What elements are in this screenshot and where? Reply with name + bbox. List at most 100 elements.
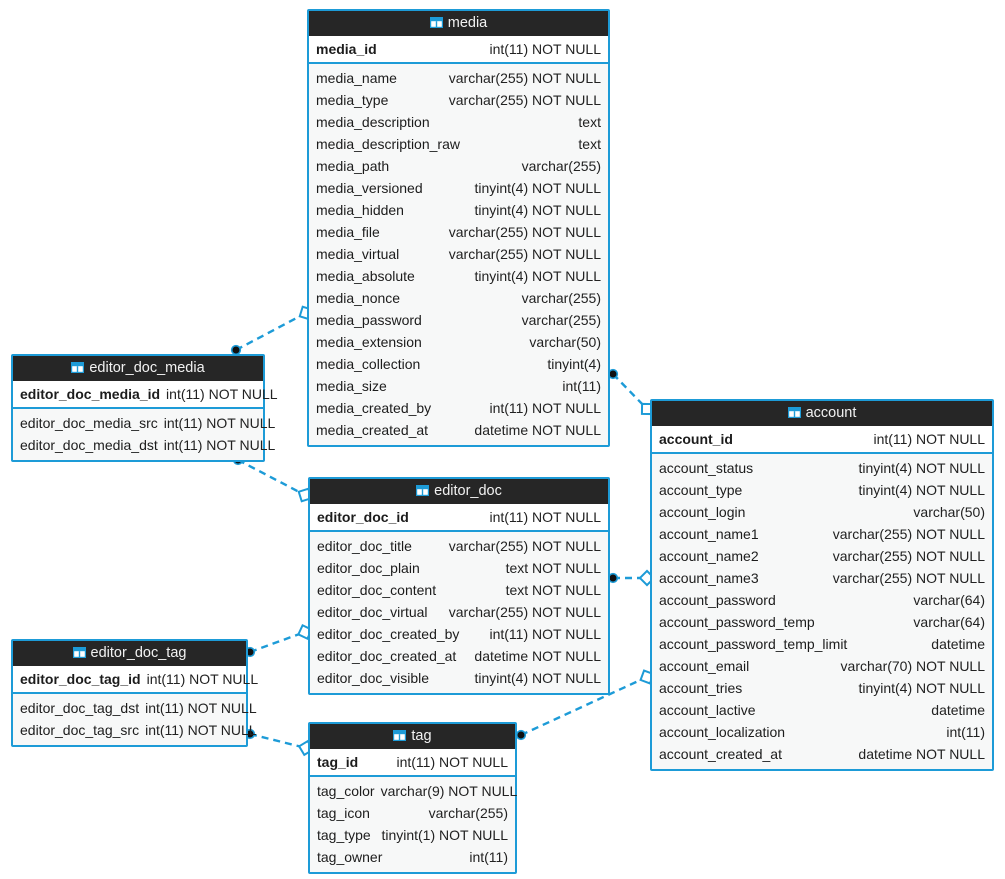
column-name: media_type [316, 92, 389, 108]
column-type: varchar(64) [913, 614, 985, 630]
column-row[interactable]: editor_doc_media_src int(11) NOT NULL [13, 412, 275, 434]
column-row[interactable]: media_absolute tinyint(4) NOT NULL [309, 265, 608, 287]
table-icon [71, 357, 85, 374]
column-name: editor_doc_media_src [20, 415, 158, 431]
column-type: varchar(255) [521, 158, 601, 174]
table-icon [787, 402, 801, 419]
column-type: text [578, 136, 601, 152]
column-name: media_created_by [316, 400, 432, 416]
column-name: media_description_raw [316, 136, 460, 152]
column-type: int(11) NOT NULL [145, 722, 257, 738]
column-type: tinyint(4) NOT NULL [858, 680, 985, 696]
column-name: account_login [659, 504, 746, 520]
column-name: media_password [316, 312, 422, 328]
column-name: account_lactive [659, 702, 756, 718]
column-name: media_absolute [316, 268, 415, 284]
column-type: datetime [931, 636, 985, 652]
column-name: editor_doc_plain [317, 560, 420, 576]
column-type: varchar(64) [913, 592, 985, 608]
column-type: int(11) NOT NULL [163, 415, 276, 431]
column-name: editor_doc_tag_id [20, 671, 141, 687]
entity-header-account: account [652, 401, 992, 426]
column-name: editor_doc_created_at [317, 648, 457, 664]
column-row[interactable]: media_description_raw text [309, 133, 608, 155]
rel-editor_doc_tag-editor_doc [244, 624, 313, 658]
relationship-line [612, 373, 648, 410]
column-name: account_status [659, 460, 754, 476]
entity-title: editor_doc_tag [90, 645, 187, 661]
column-type: varchar(255) NOT NULL [448, 538, 601, 554]
column-type: varchar(255) NOT NULL [832, 548, 985, 564]
column-type: tinyint(4) NOT NULL [474, 670, 601, 686]
entity-title: editor_doc [434, 483, 502, 499]
column-name: editor_doc_tag_dst [20, 700, 140, 716]
column-type: varchar(255) NOT NULL [448, 224, 601, 240]
column-row[interactable]: editor_doc_visible tinyint(4) NOT NULL [310, 667, 608, 689]
relationship-line [249, 630, 306, 654]
column-name: editor_doc_visible [317, 670, 430, 686]
column-type: tinyint(4) NOT NULL [474, 268, 601, 284]
column-type: datetime NOT NULL [858, 746, 985, 762]
entity-header-editor_doc: editor_doc [310, 479, 608, 504]
column-type: tinyint(4) [547, 356, 601, 372]
column-name: account_type [659, 482, 743, 498]
